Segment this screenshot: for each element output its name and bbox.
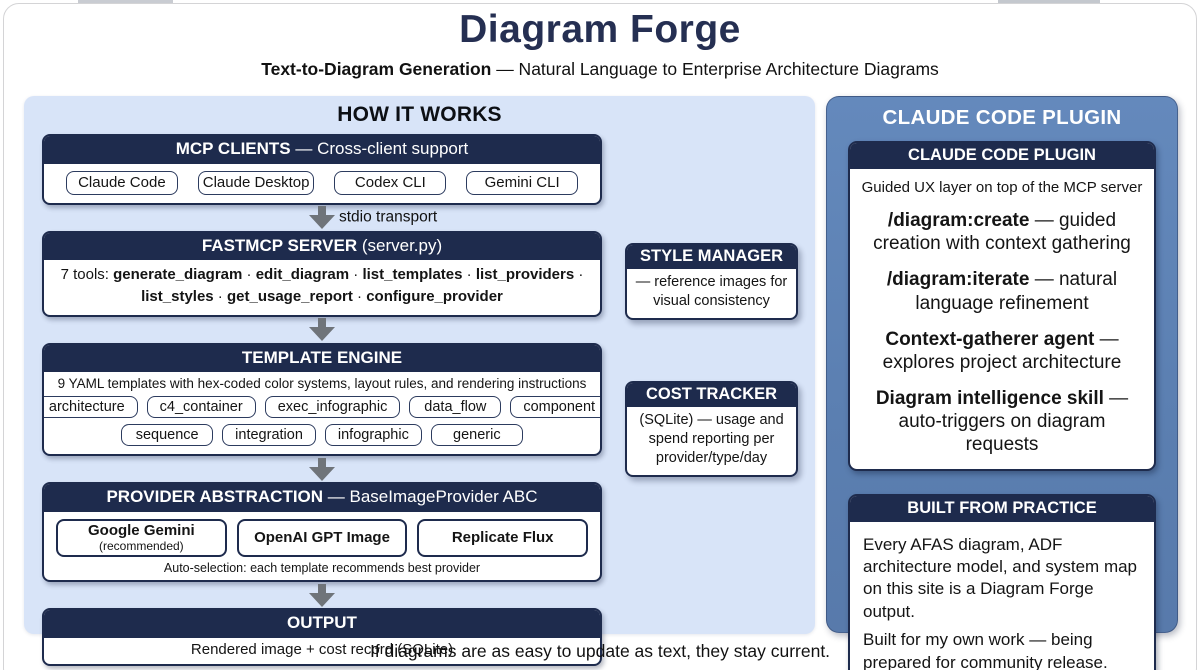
page-footer: If diagrams are as easy to update as tex… — [369, 641, 831, 661]
down-arrow-icon — [309, 206, 335, 230]
template-pills-row2: sequence integration infographic generic — [44, 420, 600, 454]
mcp-clients-box: MCP CLIENTS — Cross-client support Claud… — [42, 134, 602, 205]
down-arrow-icon — [309, 583, 335, 607]
plugin-intro: Guided UX layer on top of the MCP server — [861, 179, 1143, 196]
provider-box: OpenAI GPT Image — [236, 519, 408, 558]
output-box: OUTPUT Rendered image + cost record (SQL… — [42, 608, 602, 666]
arrow-row — [42, 317, 602, 343]
down-arrow-icon — [309, 318, 335, 342]
provider-box: Replicate Flux — [417, 519, 589, 558]
mcp-client-pill: Codex CLI — [334, 170, 447, 195]
style-manager-card: STYLE MANAGER — reference images for vis… — [625, 243, 798, 320]
mcp-client-pill: Claude Desktop — [197, 170, 315, 195]
template-pill: architecture — [44, 396, 138, 419]
plugin-features: /diagram:create — guided creation with c… — [858, 209, 1146, 457]
arrow-row-stdio: stdio transport — [42, 205, 602, 231]
fastmcp-header-rest: (server.py) — [357, 235, 443, 255]
fastmcp-server-box: FASTMCP SERVER (server.py) 7 tools: gene… — [42, 230, 602, 317]
built-from-practice-body: Every AFAS diagram, ADF architecture mod… — [850, 522, 1154, 670]
tool-name: generate_diagram — [113, 266, 243, 284]
provider-abstraction-box: PROVIDER ABSTRACTION — BaseImageProvider… — [42, 482, 602, 583]
plugin-panel-title: CLAUDE CODE PLUGIN — [882, 106, 1122, 129]
plugin-feature: /diagram:iterate — natural language refi… — [886, 269, 1118, 314]
provider-header-bold: PROVIDER ABSTRACTION — [106, 487, 324, 507]
provider-caption: Auto-selection: each template recommends… — [163, 561, 481, 576]
plugin-card: CLAUDE CODE PLUGIN Guided UX layer on to… — [848, 141, 1156, 471]
template-pill: data_flow — [409, 396, 502, 419]
providers-row: Google Gemini(recommended) OpenAI GPT Ima… — [44, 512, 600, 560]
flow-column: MCP CLIENTS — Cross-client support Claud… — [42, 134, 602, 666]
template-pill: component — [510, 396, 600, 419]
down-arrow-icon — [309, 457, 335, 481]
output-body: Rendered image + cost record (SQLite) — [190, 640, 454, 658]
mcp-clients-header-bold: MCP CLIENTS — [175, 139, 291, 158]
template-pill: exec_infographic — [264, 396, 401, 419]
output-header: OUTPUT — [44, 610, 600, 638]
template-pills-row1: architecture c4_container exec_infographic… — [44, 392, 600, 420]
template-pill: c4_container — [146, 396, 256, 419]
tool-name: edit_diagram — [255, 266, 350, 284]
tool-name: list_templates — [362, 266, 463, 284]
plugin-feature: Context-gatherer agent — explores projec… — [882, 328, 1122, 373]
provider-name: Replicate Flux — [451, 528, 554, 546]
provider-box: Google Gemini(recommended) — [56, 519, 227, 558]
claude-code-plugin-panel: CLAUDE CODE PLUGIN CLAUDE CODE PLUGIN Gu… — [826, 96, 1178, 670]
cost-tracker-header: COST TRACKER — [627, 383, 796, 407]
provider-name: Google Gemini — [87, 522, 195, 540]
practice-paragraph-1: Every AFAS diagram, ADF architecture mod… — [863, 534, 1138, 621]
fastmcp-header: FASTMCP SERVER (server.py) — [44, 232, 600, 261]
tool-name: configure_provider — [366, 288, 503, 306]
mcp-clients-header: MCP CLIENTS — Cross-client support — [44, 136, 600, 164]
mcp-clients-header-rest: — Cross-client support — [290, 139, 469, 158]
mcp-client-pill: Claude Code — [66, 170, 178, 195]
subtitle-bold: Text-to-Diagram Generation — [261, 59, 492, 79]
subtitle-rest: — Natural Language to Enterprise Archite… — [491, 59, 939, 79]
tool-name: get_usage_report — [226, 288, 353, 306]
style-manager-body: — reference images for visual consistenc… — [635, 274, 788, 309]
fastmcp-tools-list: 7 tools: generate_diagram · edit_diagram… — [60, 266, 584, 306]
template-pill: infographic — [324, 424, 422, 447]
plugin-card-header: CLAUDE CODE PLUGIN — [850, 143, 1154, 169]
provider-note: (recommended) — [98, 538, 184, 553]
stdio-transport-label: stdio transport — [339, 208, 438, 226]
built-from-practice-card: BUILT FROM PRACTICE Every AFAS diagram, … — [848, 493, 1156, 670]
feature-term: Diagram intelligence skill — [875, 388, 1104, 410]
arrow-row — [42, 582, 602, 608]
plugin-card-body: Guided UX layer on top of the MCP server… — [850, 169, 1154, 469]
cost-tracker-body: (SQLite) — usage and spend reporting per… — [639, 412, 784, 466]
template-pill: integration — [222, 424, 316, 447]
cropped-edge-fragment — [998, 0, 1100, 3]
template-engine-header-bold: TEMPLATE ENGINE — [241, 347, 403, 367]
feature-term: /diagram:create — [887, 210, 1030, 231]
built-from-practice-header: BUILT FROM PRACTICE — [850, 495, 1154, 522]
template-engine-box: TEMPLATE ENGINE 9 YAML templates with he… — [42, 342, 602, 457]
mcp-clients-row: Claude Code Claude Desktop Codex CLI Gemini… — [44, 164, 600, 203]
feature-term: Context-gatherer agent — [885, 328, 1095, 350]
page-title: Diagram Forge — [459, 8, 741, 51]
tool-name: list_styles — [141, 288, 214, 306]
plugin-feature: Diagram intelligence skill — auto-trigge… — [875, 388, 1129, 456]
how-it-works-panel: HOW IT WORKS MCP CLIENTS — Cross-client … — [24, 96, 815, 666]
template-pill: sequence — [121, 424, 214, 447]
cropped-edge-fragment — [78, 0, 173, 3]
style-manager-header: STYLE MANAGER — [627, 245, 796, 269]
feature-term: /diagram:iterate — [886, 269, 1030, 291]
provider-header-rest: — BaseImageProvider ABC — [323, 487, 538, 507]
mcp-client-pill: Gemini CLI — [466, 170, 578, 195]
arrow-row — [42, 456, 602, 482]
page-subtitle: Text-to-Diagram Generation — Natural Lan… — [0, 59, 1200, 80]
template-pill: generic — [430, 424, 523, 447]
provider-name: OpenAI GPT Image — [254, 528, 390, 546]
practice-paragraph-2: Built for my own work — being prepared f… — [863, 630, 1108, 670]
provider-abstraction-header: PROVIDER ABSTRACTION — BaseImageProvider… — [44, 484, 600, 513]
tool-name: list_providers — [475, 266, 575, 284]
template-engine-header: TEMPLATE ENGINE — [44, 344, 600, 373]
fastmcp-header-bold: FASTMCP SERVER — [201, 235, 358, 255]
plugin-feature: /diagram:create — guided creation with c… — [873, 210, 1131, 255]
template-engine-description: 9 YAML templates with hex-coded color sy… — [57, 376, 587, 392]
cost-tracker-card: COST TRACKER (SQLite) — usage and spend … — [625, 381, 798, 477]
output-header-bold: OUTPUT — [287, 613, 357, 633]
how-it-works-title: HOW IT WORKS — [337, 103, 502, 126]
